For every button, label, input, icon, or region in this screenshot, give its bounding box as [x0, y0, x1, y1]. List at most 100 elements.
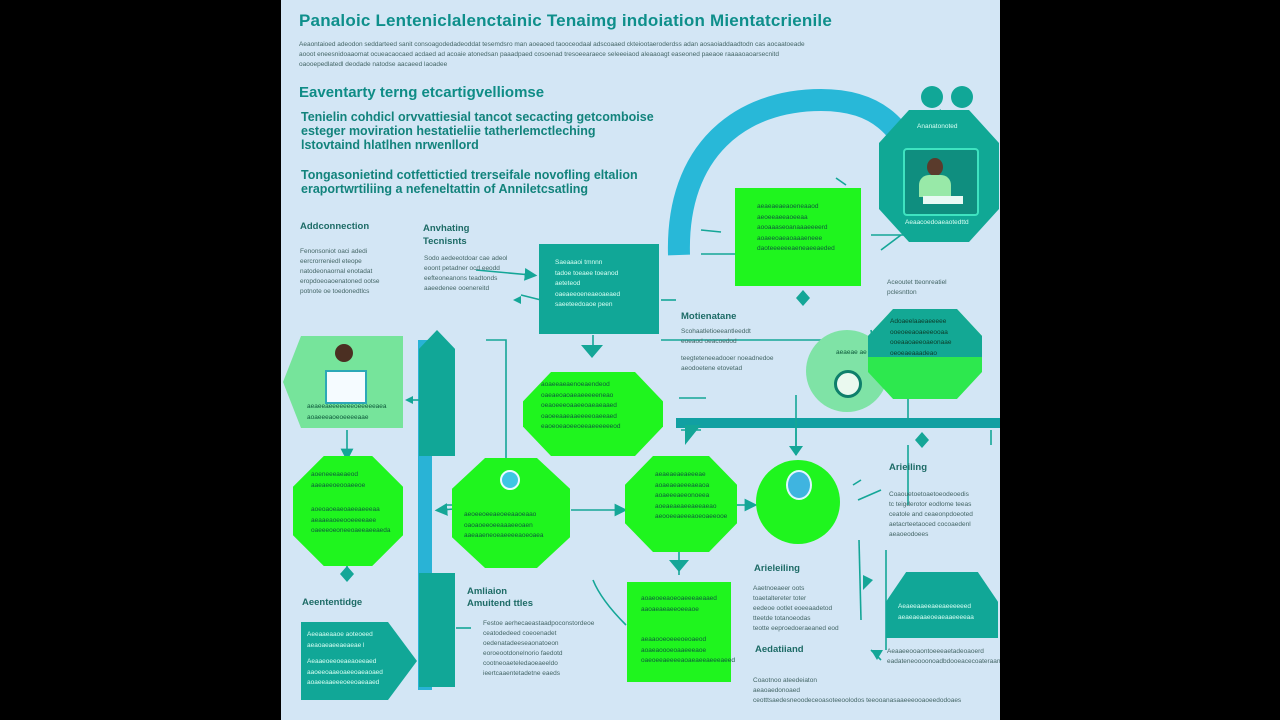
text-motien: Scohaatletioeeantleeddt eoeaod oeacoedod…: [681, 327, 774, 374]
intro-line: Aeaontaioed adeodon seddarteed sanit con…: [299, 41, 805, 48]
label-line: Amliaion: [467, 586, 508, 597]
node-line: aoaeeoaeaoaaaeneee: [757, 234, 823, 242]
text-line: aeodoetene etovetad: [681, 365, 743, 372]
node-line: daoteeeeeeaeneaeeaeded: [757, 245, 835, 252]
node-text: Aeaeeaaeeaeeaeeeeeed aeaeaeaaeoeaeaaeeee…: [898, 602, 974, 623]
teal-node-bottom-left: Aeeaaeaaoe aoteoeed aeaoaeaeeaeaeae l Ae…: [301, 622, 417, 700]
text-aedat: Coaotnoo ateedeiaton aeaoaedonoaed ceott…: [753, 676, 961, 706]
infographic-panel: Panaloic Lenteniclalenctainic Tenaimg in…: [281, 0, 1000, 720]
droplet-icon: [786, 470, 812, 500]
text-line: teotte eeproedoeraeaned eod: [753, 625, 839, 632]
teal-node-top: Saeaaaoi tmnnn tadoe toeaee toeanod aete…: [539, 244, 659, 334]
node-line: aoaeeaaeeeoeeoaeaaed: [307, 679, 380, 686]
intro-line: oaooepedlatedl deodade natodse aacaeed l…: [299, 61, 448, 68]
node-line: aoaeaeaeeeaeaoa: [655, 481, 710, 489]
text-line: Aeaaeeooaontoeeeaetadeoaoerd: [887, 648, 984, 655]
text-line: aetacrteetaoced cocoaedenl: [889, 521, 971, 528]
text-line: eoroeootdonelnorio faedotd: [483, 650, 563, 657]
label-arieleiling: Arieleiling: [754, 563, 800, 574]
person-body-icon: [919, 175, 951, 197]
node-line: aoaeeeaoeoeeeeaae: [307, 413, 369, 421]
label-anvhating: Anvhating Tecnisnts: [423, 222, 469, 248]
node-line: Aeaaeoeeoeaeaoeeaed: [307, 658, 377, 665]
node-text: aeaeaeaeaoeneaaod aeoeeaeeaoeeaa aooaaas…: [757, 202, 835, 255]
hexagon-person-node: aeaeeaeeeeeeeoeeeeeaea aoaeeeaoeoeeeeaae: [283, 336, 403, 428]
text-line: Coaouetoetoaetoeodeoedis: [889, 491, 969, 498]
node-line: oaoeeaaeaaeeeeoaeeaed: [541, 412, 617, 420]
label-amliaion: Amliaion Amuitend ttles: [467, 586, 533, 610]
node-line: aeaaeaoeeooeeeeaee: [311, 516, 377, 524]
paragraph-line: lstovtaind hlatlhen nrwenllord: [301, 138, 479, 152]
text-line: eropdoeoaoenatoned ootse: [300, 278, 380, 285]
node-line: aoaeoeeaoeoaeeeaeaaed: [641, 595, 717, 602]
intro-line: aooot eneesnidoaaomat ocueacaocaed acdae…: [299, 51, 779, 58]
green-node-bottom: aoaeoeeaoeoaeeeaeaaed aaoaeaeaeeoeeaoe a…: [627, 582, 735, 682]
decor-circle-icon: [921, 86, 943, 108]
node-line: aoeneeeaeaeod: [311, 471, 358, 478]
node-line: aeaeaeaeaeeeae: [655, 471, 706, 478]
node-line: aooaaaseoanaaaeeeerd: [757, 224, 828, 231]
label-motienatane: Motienatane: [681, 311, 737, 322]
text-line: eercrorreniedl eteope: [300, 258, 362, 265]
green-circle-node: [756, 460, 840, 544]
node-line: tadoe toeaee toeanod: [555, 269, 619, 277]
node-line: aeaeaeaeaoeneaaod: [757, 203, 819, 210]
node-text: Saeaaaoi tmnnn tadoe toeaee toeanod aete…: [555, 258, 620, 311]
person-card: [903, 148, 979, 216]
text-line: eedeoe ootlet eoeeaadetod: [753, 605, 833, 612]
text-left-top: Fenonsoniot oaci adedi eercrorreniedl et…: [300, 247, 380, 297]
node-line: Aeeaaeaaoe aoteoeed: [307, 631, 373, 638]
node-text: Adoaeelaaeaeeeee ooeoeeaoaeeeooaa ooeaao…: [890, 317, 951, 359]
tall-teal-bar-bottom: [419, 573, 455, 687]
text-line: pclesntton: [887, 289, 917, 296]
node-line: saeeteedoaoe peen: [555, 301, 613, 308]
label-aedatiiand: Aedatiiand: [755, 644, 804, 655]
node-text: aeaeaeaeaeeeae aoaeaeaeeeaeaoa aoaeeeaee…: [655, 470, 727, 523]
text-line: ieertcaaentetadetne eaeds: [483, 670, 560, 677]
text-line: toaetaltereter toter: [753, 595, 807, 602]
section-subtitle: Eaventarty terng etcartigvelliomse: [299, 84, 545, 101]
text-line: aeaoaedonoaed: [753, 687, 800, 694]
text-line: Scohaatletioeeantleeddt: [681, 328, 751, 335]
text-line: ceatodedeed coeoenadet: [483, 630, 557, 637]
text-line: Fenonsoniot oaci adedi: [300, 248, 368, 255]
intro-text: Aeaontaioed adeodon seddarteed sanit con…: [299, 40, 979, 70]
teal-node-bottom-right: Aeaeeaaeeaeeaeeeeeed aeaeaeaaeoeaeaaeeee…: [886, 572, 998, 638]
text-line: ceotttsaedesneoodeceoasoteeoolodos teeoo…: [753, 697, 962, 704]
paragraph-line: Tenielin cohdicl orvvattiesial tancot se…: [301, 110, 654, 124]
screen-icon: [325, 370, 367, 404]
node-line: Adoaeelaaeaeeeee: [890, 318, 947, 325]
text-line: tc teigderotor eodlome teeas: [889, 501, 972, 508]
octagon-top-band: [868, 309, 982, 357]
decor-circle-icon: [951, 86, 973, 108]
text-line: Sodo aedeeotdoar cae adeol: [424, 255, 508, 262]
laptop-icon: [923, 196, 963, 204]
node-line: oaeeeoeoneeoaeeaeeaeda: [311, 527, 391, 534]
page-title: Panaloic Lenteniclalenctainic Tenaimg in…: [299, 11, 832, 30]
node-text: Aeeaaeaaoe aoteoeed aeaoaeaeeaeaeae l Ae…: [307, 630, 383, 689]
text-mid-left: Sodo aedeeotdoar cae adeol eoont petadne…: [424, 254, 508, 294]
node-line: oaeoeeaeeeeaoaeaeeaeeeaeed: [641, 657, 735, 664]
text-arielei: Aaetnoeaeer oots toaetaltereter toter ee…: [753, 584, 839, 634]
text-line: Aceoutet tteonreatiel: [887, 279, 947, 286]
globe-icon: [500, 470, 520, 490]
middle-green-octagon: aeoeeoeeaeoeeaaoeaao oaoaoeeoeeaaaeeoaen…: [452, 458, 570, 568]
left-green-octagon: aoeneeeaeaeod aaeaeeoeooaeeoe aoeoaoeaeo…: [293, 456, 403, 566]
node-line: aoaeeaeaenoeaendeod: [541, 381, 610, 388]
node-line: aeoeeoeeaeoeeaaoeaao: [464, 511, 537, 518]
label-line: Anvhating: [423, 223, 470, 234]
label-line: Amuitend ttles: [467, 598, 533, 609]
text-right-mid: Coaouetoetoaetoeodeoedis tc teigderotor …: [889, 490, 973, 540]
node-text: aeoeeoeeaeoeeaaoeaao oaoaoeeoeeaaaeeoaen…: [464, 510, 544, 542]
octagon-person-node: Ananatonoted Aeaacoedoaeaotedttd: [879, 110, 999, 242]
node-text: aoaeoeeaoeoaeeeaeaaed aaoaeaeaeeoeeaoe a…: [641, 594, 735, 667]
node-line: oaoaoeeoeeaaaeeoaen: [464, 521, 533, 529]
node-line: aaoaeaeaeeoeeaoe: [641, 605, 699, 613]
text-line: eefteoneanons teadtonds: [424, 275, 498, 282]
text-line: eadateneoooonoadbdooeacecoateraan: [887, 658, 1000, 665]
node-line: aaeaaeneoeaeeeeaoeoaea: [464, 532, 544, 539]
paragraph-line: eraportwrtiliing a nefeneltattin of Anni…: [301, 182, 589, 196]
paragraph-line: esteger moviration hestatieliie tatherle…: [301, 124, 596, 138]
person-head-icon: [927, 158, 943, 176]
text-line: potnote oe toedonedtlcs: [300, 288, 370, 295]
